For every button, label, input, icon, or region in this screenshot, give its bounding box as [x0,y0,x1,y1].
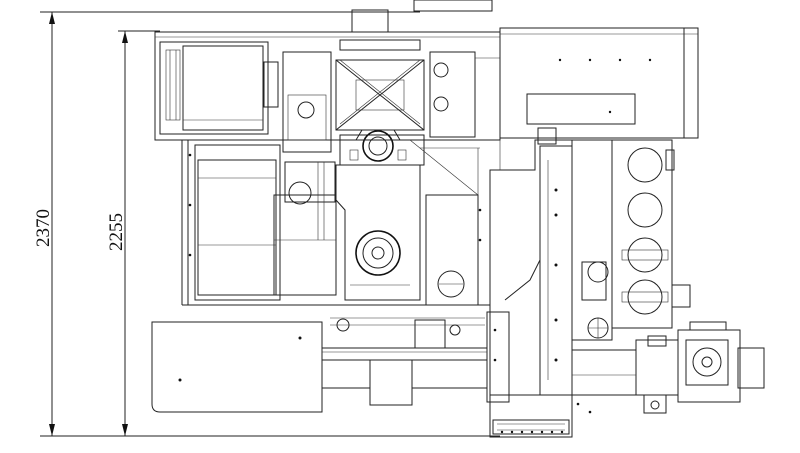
dimension-overall-height: 2370 [33,11,500,437]
dimension-inner-height: 2255 [106,30,160,436]
central-column [335,139,480,306]
top-fixtures [351,0,493,33]
lower-rails [321,317,488,406]
spindle-head [339,129,425,166]
bottom-track [489,394,573,438]
dimension-inner-height-label: 2255 [106,213,127,251]
upper-center-block [282,39,500,153]
top-left-cabinet [159,41,279,135]
lower-left-box [151,321,323,413]
drive-motor-assembly [571,321,765,414]
tank-column [571,139,691,341]
dimension-overall-height-label: 2370 [33,209,54,247]
right-upper-panel [499,27,699,139]
main-frame [154,31,501,306]
chute-channel [486,127,573,403]
rivet-dots [188,153,592,414]
left-enclosure [194,144,337,301]
